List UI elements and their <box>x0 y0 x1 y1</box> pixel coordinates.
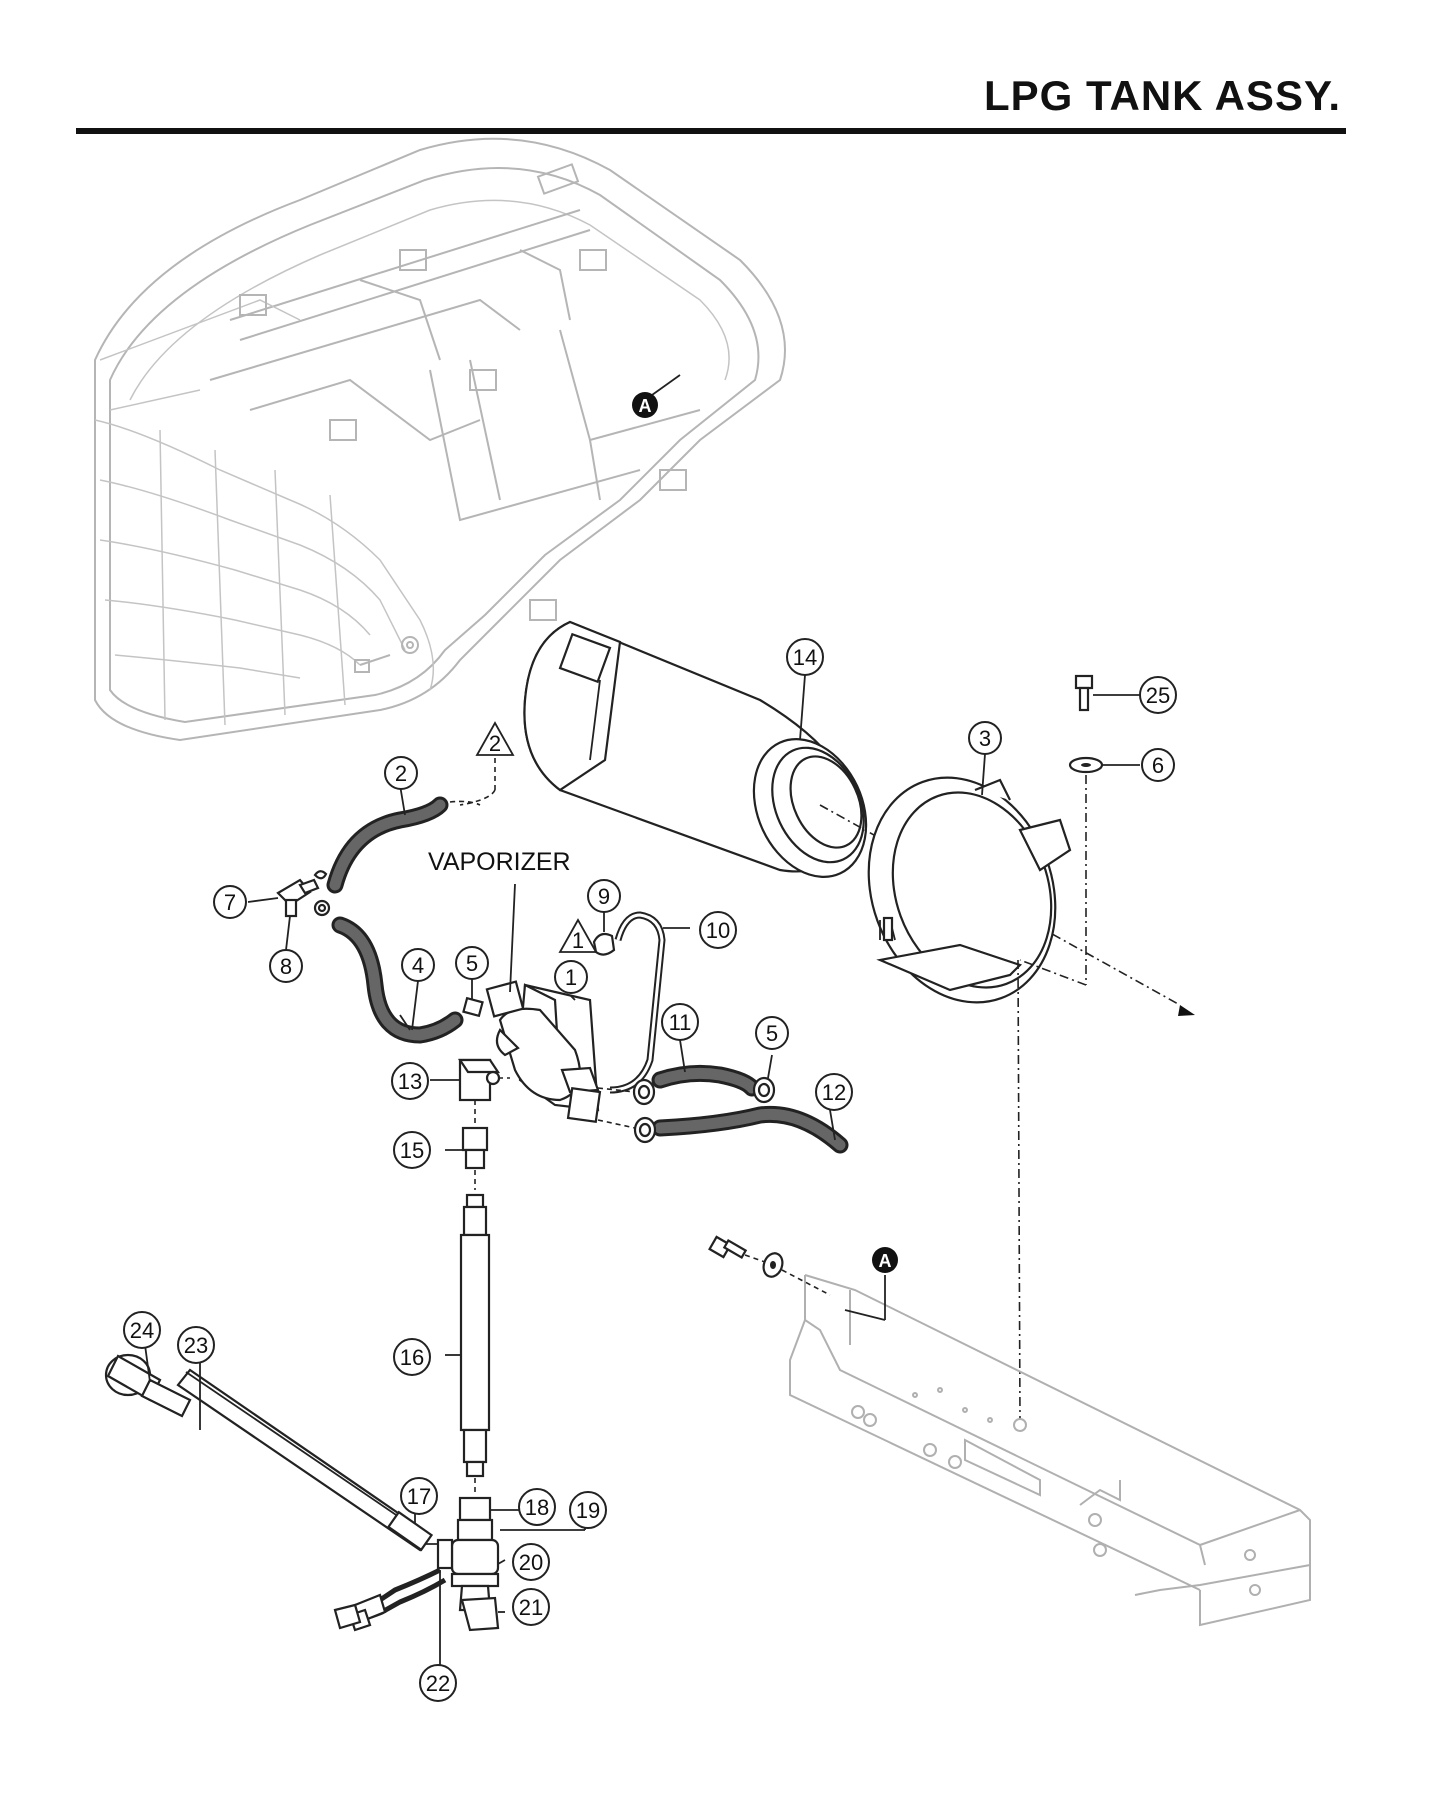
clamp-11-left <box>632 1078 656 1106</box>
callout-12: 12 <box>815 1073 853 1111</box>
svg-text:A: A <box>879 1251 892 1271</box>
svg-text:15: 15 <box>400 1138 424 1163</box>
callout-3: 3 <box>968 721 1002 755</box>
svg-text:9: 9 <box>598 884 610 909</box>
bolt-25 <box>1074 674 1140 712</box>
mounting-plate <box>789 1274 1311 1627</box>
note-triangle-1: 1 <box>558 918 610 953</box>
callout-5a: 5 <box>455 946 489 980</box>
hose-4 <box>331 916 464 1044</box>
svg-text:7: 7 <box>224 890 236 915</box>
lpg-tank <box>523 620 1181 1006</box>
svg-text:4: 4 <box>412 953 424 978</box>
regulator-assembly <box>414 1496 586 1665</box>
callout-14: 14 <box>786 638 824 676</box>
hose-2 <box>326 784 481 894</box>
hose-16 <box>445 1193 491 1496</box>
svg-text:5: 5 <box>466 951 478 976</box>
svg-text:2: 2 <box>395 761 407 786</box>
tank-bracket <box>867 776 1072 1004</box>
svg-text:1: 1 <box>572 928 584 953</box>
svg-text:10: 10 <box>706 918 730 943</box>
svg-text:2: 2 <box>489 731 501 756</box>
callout-25: 25 <box>1139 676 1177 714</box>
svg-text:6: 6 <box>1152 753 1164 778</box>
svg-text:25: 25 <box>1146 683 1170 708</box>
clamp-5b <box>752 1054 776 1104</box>
svg-text:22: 22 <box>426 1671 450 1696</box>
marker-a-top: A <box>632 374 681 418</box>
callout-17: 17 <box>400 1477 438 1515</box>
callout-21: 21 <box>512 1588 550 1626</box>
svg-text:3: 3 <box>979 726 991 751</box>
note-triangle-2: 2 <box>459 721 515 806</box>
svg-text:21: 21 <box>519 1595 543 1620</box>
fitting-7 <box>247 878 320 951</box>
callout-10: 10 <box>699 911 737 949</box>
callout-5b: 5 <box>755 1016 789 1050</box>
callout-9: 9 <box>587 879 621 913</box>
wire-harness <box>333 1567 447 1632</box>
clamp-5a <box>462 996 484 1018</box>
hose-23 <box>176 1345 434 1552</box>
hose-11 <box>651 1039 761 1097</box>
callout-22: 22 <box>419 1664 457 1702</box>
line-10 <box>609 911 690 1094</box>
hose-12 <box>651 1105 849 1154</box>
svg-text:18: 18 <box>525 1495 549 1520</box>
svg-text:19: 19 <box>576 1498 600 1523</box>
header-rule <box>76 128 1346 134</box>
callout-6: 6 <box>1141 748 1175 782</box>
plate-bolt <box>708 1235 831 1296</box>
callout-1: 1 <box>554 960 588 994</box>
svg-text:5: 5 <box>766 1021 778 1046</box>
callout-4: 4 <box>401 948 435 982</box>
svg-text:1: 1 <box>565 965 577 990</box>
callout-2: 2 <box>384 756 418 790</box>
elbow-13 <box>430 1058 510 1125</box>
svg-text:14: 14 <box>793 645 817 670</box>
page-title: LPG TANK ASSY. <box>983 72 1341 119</box>
callout-20: 20 <box>512 1543 550 1581</box>
svg-text:13: 13 <box>398 1069 422 1094</box>
svg-text:16: 16 <box>400 1345 424 1370</box>
callout-23: 23 <box>177 1326 215 1364</box>
vaporizer-label: VAPORIZER <box>428 848 571 876</box>
svg-text:24: 24 <box>130 1318 154 1343</box>
callout-18: 18 <box>518 1488 556 1526</box>
callout-16: 16 <box>393 1338 431 1376</box>
nut-small-7 <box>313 870 331 917</box>
svg-text:17: 17 <box>407 1484 431 1509</box>
callout-19: 19 <box>569 1491 607 1529</box>
callout-24: 24 <box>123 1311 161 1349</box>
svg-text:12: 12 <box>822 1080 846 1105</box>
vaporizer <box>485 883 602 1124</box>
callout-8: 8 <box>269 949 303 983</box>
marker-a-bottom: A <box>844 1247 898 1321</box>
fitting-24 <box>104 1344 192 1418</box>
svg-text:23: 23 <box>184 1333 208 1358</box>
callout-13: 13 <box>391 1062 429 1100</box>
nut-9 <box>592 912 616 956</box>
svg-text:8: 8 <box>280 954 292 979</box>
frame-assembly <box>94 137 786 742</box>
callout-11: 11 <box>661 1003 699 1041</box>
callout-7: 7 <box>213 885 247 919</box>
callout-15: 15 <box>393 1131 431 1169</box>
svg-text:A: A <box>639 396 652 416</box>
washer-6 <box>1019 756 1140 986</box>
clamp-12 <box>597 1087 657 1144</box>
adapter-15 <box>445 1126 489 1190</box>
svg-text:11: 11 <box>669 1010 692 1035</box>
svg-text:20: 20 <box>519 1550 543 1575</box>
